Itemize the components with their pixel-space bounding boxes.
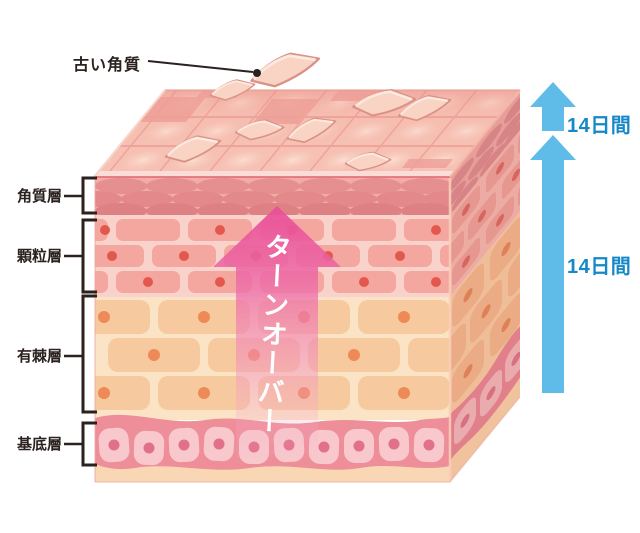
layer-label-spinous: 有棘層 xyxy=(16,348,62,365)
duration-label-short: 14日間 xyxy=(567,115,632,137)
skin-side-face xyxy=(450,90,520,482)
layer-label-granular: 顆粒層 xyxy=(16,248,62,265)
annotation-lines xyxy=(64,60,254,467)
old-keratin-pointer-dot xyxy=(253,69,261,77)
duration-arrow-short xyxy=(530,82,576,131)
side-basal-cells xyxy=(454,335,520,445)
layer-label-corneum: 角質層 xyxy=(16,188,62,205)
turnover-arrow xyxy=(213,206,341,458)
duration-arrow-long xyxy=(530,135,576,393)
bracket-spinous xyxy=(81,294,97,414)
old-keratin-pointer-line xyxy=(147,60,254,73)
side-granular-nuclei xyxy=(462,161,520,268)
old-keratin-label: 古い角質 xyxy=(73,57,142,74)
side-spinous-nuclei xyxy=(463,241,511,379)
layer-label-basal: 基底層 xyxy=(16,436,62,453)
duration-label-long: 14日間 xyxy=(567,256,632,278)
side-corneum-cells xyxy=(450,90,520,215)
old-keratin-flake xyxy=(246,48,324,91)
